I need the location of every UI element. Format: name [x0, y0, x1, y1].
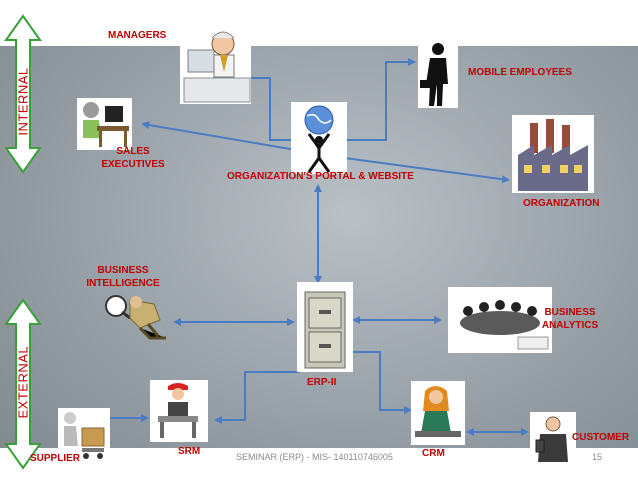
label-sales-executives: SALES EXECUTIVES [101, 145, 164, 171]
label-erp: ERP-II [307, 377, 337, 388]
crm-operator-icon [411, 381, 465, 445]
arrow-erp-srm [214, 371, 300, 424]
label-business-intelligence: BUSINESS INTELLIGENCE [86, 264, 159, 290]
label-business-analytics-line2: ANALYTICS [541, 320, 599, 331]
footer-text: SEMINAR (ERP) - MIS- 140110746005 [236, 452, 393, 462]
page-number: 15 [592, 452, 603, 462]
label-business-analytics: BUSINESS ANALYTICS [542, 306, 598, 332]
label-crm: CRM [422, 448, 445, 459]
globe-portal-icon [291, 102, 347, 174]
side-label-external: EXTERNAL [15, 345, 31, 419]
arrow-mobile-portal [342, 58, 416, 141]
label-business-analytics-line1: BUSINESS [544, 307, 596, 318]
srm-worker-icon [150, 380, 208, 442]
arrow-managers-portal [245, 77, 300, 144]
sales-executive-icon [77, 98, 132, 150]
label-sales-executives-line1: SALES [116, 146, 150, 157]
detective-magnifier-icon [105, 295, 166, 340]
internal-double-arrow-icon [4, 14, 42, 174]
label-portal: ORGANIZATION'S PORTAL & WEBSITE [227, 171, 414, 182]
top-band [0, 0, 638, 46]
customer-icon [530, 412, 576, 468]
label-sales-executives-line2: EXECUTIVES [101, 159, 165, 170]
arrow-sales-portal [141, 121, 297, 151]
external-double-arrow-icon [4, 298, 42, 470]
arrow-erp-crm [350, 351, 412, 414]
side-label-internal: INTERNAL [15, 67, 31, 136]
label-business-intelligence-line2: INTELLIGENCE [86, 278, 160, 289]
organization-factory-icon [512, 115, 594, 193]
supplier-delivery-icon [58, 408, 110, 462]
label-organization: ORGANIZATION [523, 198, 600, 209]
label-srm: SRM [178, 446, 201, 457]
label-managers: MANAGERS [108, 30, 167, 41]
label-supplier: SUPPLIER [30, 453, 81, 464]
arrow-portal-organization [344, 157, 510, 184]
label-mobile-employees: MOBILE EMPLOYEES [468, 67, 572, 78]
meeting-room-icon [448, 287, 552, 353]
mobile-employee-icon [418, 40, 458, 108]
manager-at-desk-icon [180, 24, 251, 104]
file-cabinet-icon [297, 282, 353, 372]
label-business-intelligence-line1: BUSINESS [97, 265, 149, 276]
label-customer: CUSTOMER [572, 432, 630, 443]
